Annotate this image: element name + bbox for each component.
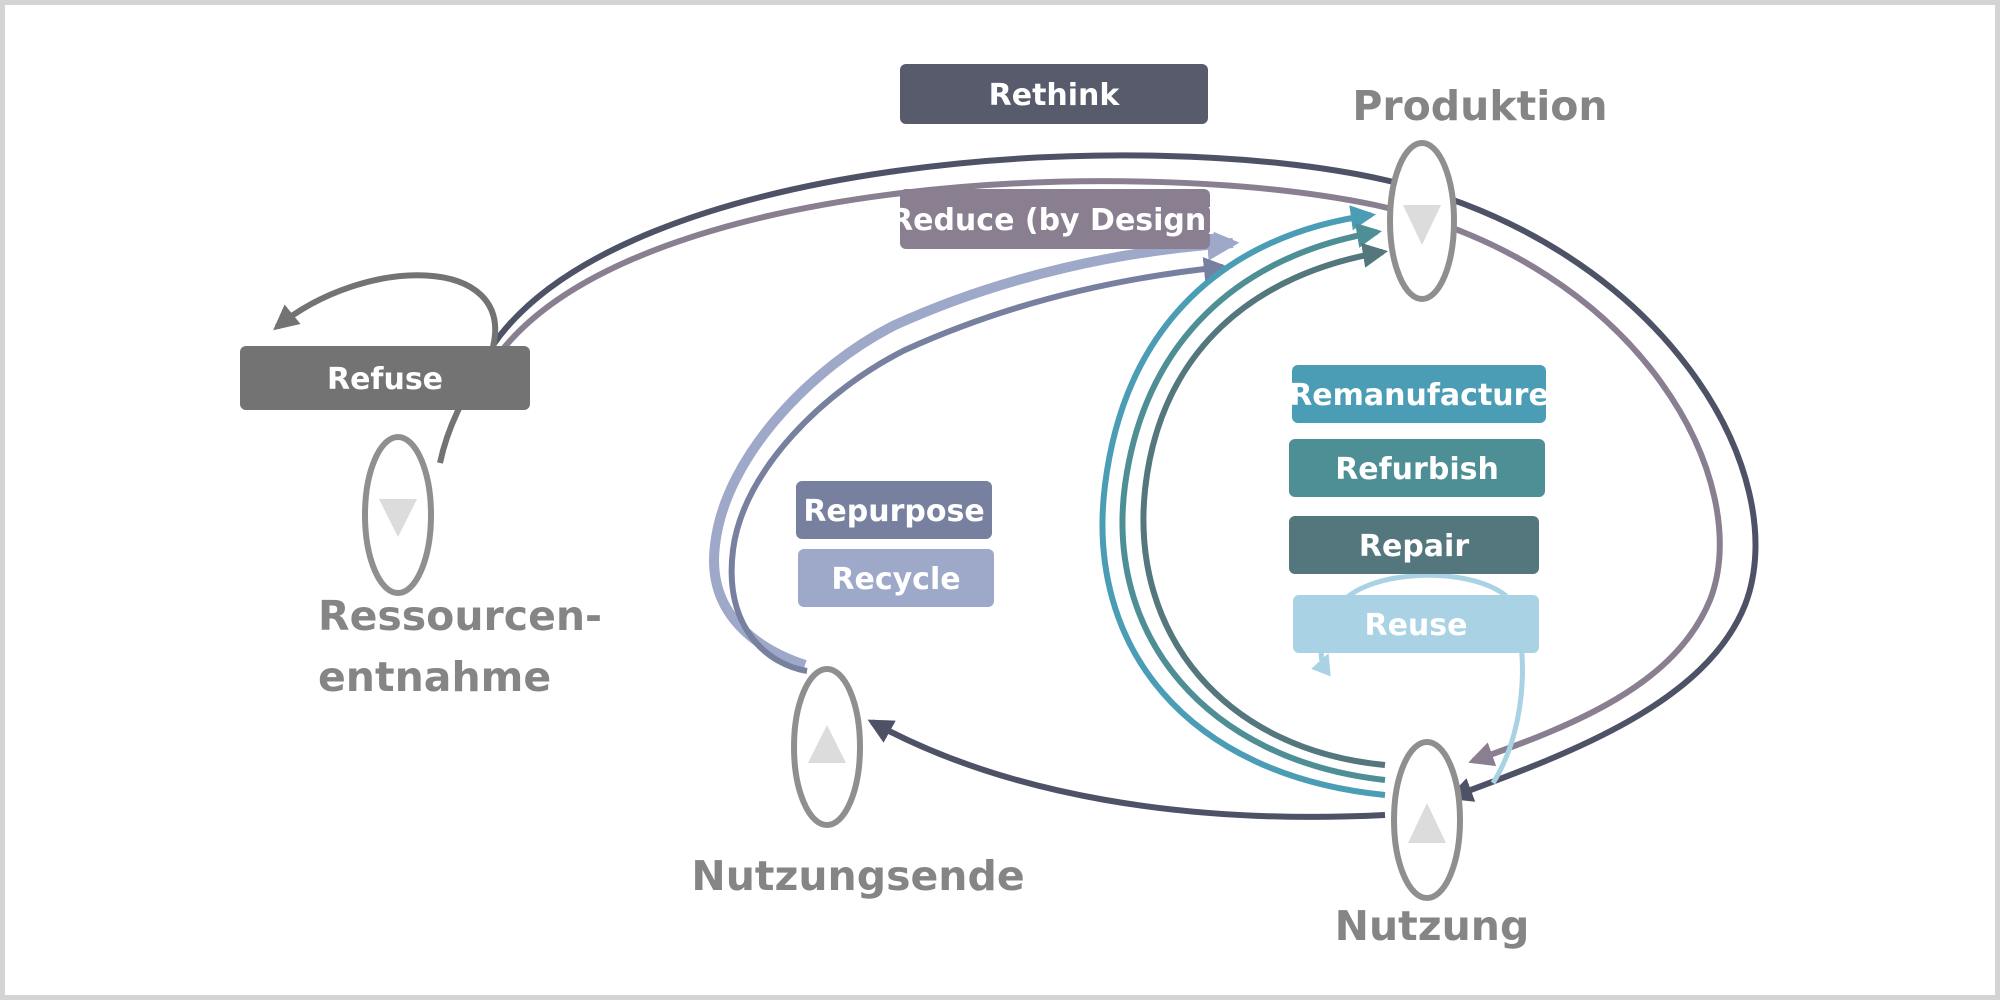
svg-text:Refuse: Refuse	[327, 362, 443, 397]
extraction-label-line2: entnahme	[318, 653, 551, 701]
refurbish-arrow	[1119, 222, 1386, 783]
extraction-node	[362, 434, 434, 596]
end-of-use-arrow	[867, 719, 1386, 820]
refuse-arrow	[273, 272, 499, 464]
repair-box: Repair	[1289, 516, 1539, 574]
repurpose-box: Repurpose	[796, 481, 992, 539]
extraction-label-line1: Ressourcen-	[318, 592, 602, 640]
svg-text:Remanufacture: Remanufacture	[1289, 378, 1549, 413]
down-triangle-icon	[1403, 205, 1441, 245]
refurbish-box: Refurbish	[1289, 439, 1545, 497]
recycle-box: Recycle	[798, 549, 994, 607]
recycle-arrow	[709, 228, 1240, 670]
svg-text:Repurpose: Repurpose	[803, 494, 984, 529]
end-of-use-node	[791, 666, 863, 828]
svg-text:Rethink: Rethink	[989, 78, 1121, 113]
production-node	[1387, 140, 1457, 302]
reduce-box: Reduce (by Design)	[890, 189, 1220, 249]
up-triangle-icon	[808, 725, 846, 763]
circular-economy-diagram: Rethink Reduce (by Design) Refuse Remanu…	[240, 64, 1759, 950]
rethink-box: Rethink	[900, 64, 1208, 124]
rethink-arrow	[490, 152, 1759, 802]
usage-label: Nutzung	[1335, 902, 1530, 950]
down-triangle-icon	[379, 499, 417, 537]
production-label: Produktion	[1352, 82, 1607, 130]
svg-text:Reduce (by Design): Reduce (by Design)	[890, 203, 1220, 238]
end-of-use-label: Nutzungsende	[691, 852, 1024, 900]
repair-arrow	[1140, 242, 1388, 768]
remanufacture-box: Remanufacture	[1289, 365, 1549, 423]
svg-text:Refurbish: Refurbish	[1335, 452, 1499, 487]
svg-text:Recycle: Recycle	[831, 562, 960, 597]
usage-node	[1391, 739, 1463, 901]
refuse-box: Refuse	[240, 346, 530, 410]
reuse-box: Reuse	[1293, 595, 1539, 653]
svg-text:Reuse: Reuse	[1364, 608, 1467, 643]
up-triangle-icon	[1408, 803, 1446, 843]
reduce-arrow	[500, 178, 1723, 767]
remanufacture-arrow	[1099, 205, 1386, 798]
repurpose-arrow	[728, 257, 1228, 674]
svg-text:Repair: Repair	[1359, 529, 1469, 564]
